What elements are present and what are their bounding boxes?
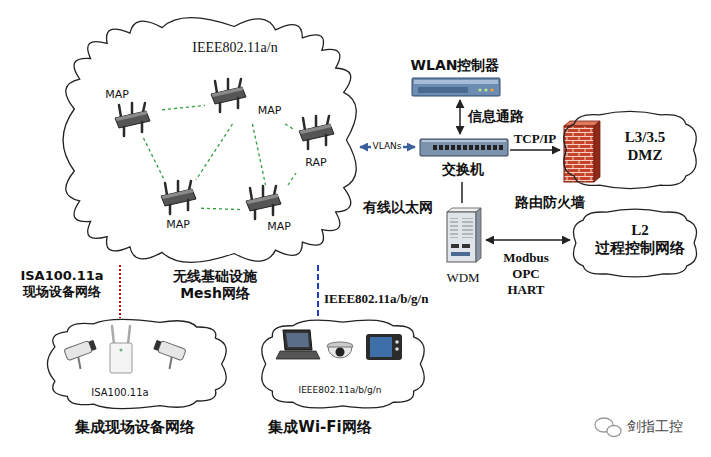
node-label: MAP: [258, 104, 282, 117]
firewall-side: [594, 121, 600, 182]
node-label: WLAN控制器: [411, 57, 500, 74]
network-link: [317, 265, 319, 318]
edge-label: TCP/IP: [514, 131, 557, 147]
wdm-port: [451, 244, 459, 248]
map-icon: [246, 186, 281, 219]
mesh-link: [285, 124, 293, 129]
dome-camera-icon: [327, 342, 353, 358]
node-label: MAP: [166, 218, 190, 231]
controller-top: [414, 80, 498, 84]
map-icon: [211, 79, 246, 112]
network-link: [459, 100, 461, 134]
mesh-link: [288, 173, 296, 185]
edge-label: ISA100.11a 现场设备网络: [12, 268, 112, 299]
edge-label: 信息通路: [468, 108, 524, 125]
cloud-shape: [262, 320, 424, 408]
laptop-icon: [276, 330, 320, 359]
tablet-icon: [366, 334, 402, 360]
node-label: IEEE802.11a/b/g/n: [299, 385, 382, 396]
controller-front: [418, 87, 468, 93]
process-control-cloud: L2 过程控制网络: [570, 208, 700, 278]
wlan-controller: WLAN控制器: [405, 55, 505, 100]
wifi-devices: [276, 330, 402, 360]
map-node: MAP: [155, 180, 201, 235]
mesh-link: [252, 124, 265, 185]
field-device-cloud: ISA100.11a集成现场设备网络: [45, 318, 230, 410]
camera-icon: [149, 339, 186, 372]
node-label: WDM: [446, 270, 479, 286]
node-label: MAP: [105, 88, 129, 101]
map-node: MAP: [240, 185, 302, 236]
node-label: MAP: [267, 220, 291, 233]
cloud-outline: [258, 318, 428, 410]
camera-icon: [64, 339, 101, 372]
status-light: [478, 88, 481, 91]
node-label: IEEE802.11a/n: [192, 40, 277, 57]
status-light: [490, 88, 493, 91]
node-label: L3/3.5 DMZ: [618, 128, 673, 164]
wdm-device: WDM: [440, 203, 486, 289]
wdm-top: [447, 208, 481, 212]
wdm-terminal: [451, 252, 470, 256]
network-link: [461, 182, 463, 203]
wdm-vents: [450, 218, 473, 238]
node-label: ISA100.11a: [91, 387, 148, 399]
switch: 交换机: [415, 134, 510, 182]
controller-body: [412, 78, 500, 96]
map-icon: [115, 103, 150, 136]
rap-icon: [299, 116, 334, 149]
map-node: MAP: [100, 88, 162, 138]
edge-label: Modbus OPC HART: [498, 250, 554, 298]
switch-body: [420, 139, 508, 156]
map-icon: [161, 181, 196, 214]
edge-label: IEEE802.11a/b/g/n: [324, 291, 428, 307]
ethernet-label: 有线以太网: [363, 199, 433, 216]
field-devices: [64, 326, 186, 373]
rap-node: RAP: [293, 113, 339, 173]
mesh-link: [196, 124, 233, 180]
isa-access-point: [110, 326, 132, 373]
cloud-shape: [63, 18, 356, 263]
network-link: [486, 239, 570, 241]
map-node: MAP: [205, 78, 290, 124]
node-label: 集成现场设备网络: [75, 418, 195, 436]
switch-ports: [431, 144, 503, 152]
node-label: L2 过程控制网络: [590, 221, 690, 257]
access-point-icons: [115, 79, 334, 219]
firewall-label: 路由防火墙: [515, 194, 585, 211]
mesh-link: [201, 208, 240, 209]
dmz-cloud: L3/3.5 DMZ: [560, 110, 700, 190]
wdm-front: [447, 212, 476, 262]
node-label: 交换机: [442, 161, 484, 178]
watermark: 剑指工控: [627, 418, 683, 435]
cloud-shape: [573, 209, 696, 277]
switch-top: [422, 140, 506, 142]
cloud-shape: [564, 111, 696, 188]
watermark-icon: [595, 418, 621, 437]
node-label: 集成Wi-Fi网络: [268, 418, 371, 436]
wdm-side: [476, 208, 481, 262]
mesh-network-cloud: MAPMAPRAPMAPMAPIEEE802.11a/n无线基础设施 Mesh网…: [60, 15, 360, 265]
mesh-link: [143, 138, 164, 180]
edge-label: VLANs: [371, 141, 404, 152]
network-link: [510, 149, 560, 151]
wifi-cloud: IEEE802.11a/b/g/n集成Wi-Fi网络: [258, 318, 428, 410]
mesh-link: [162, 105, 205, 109]
cloud-shape: [47, 319, 226, 408]
network-link: [119, 265, 121, 318]
node-label: RAP: [305, 156, 326, 169]
wlan-controller-device: [412, 78, 500, 96]
switch-device: [420, 139, 508, 156]
status-light: [484, 88, 487, 91]
wdm-device: [447, 208, 481, 262]
node-label: 无线基础设施 Mesh网络: [160, 268, 270, 302]
wdm-port: [462, 244, 470, 248]
